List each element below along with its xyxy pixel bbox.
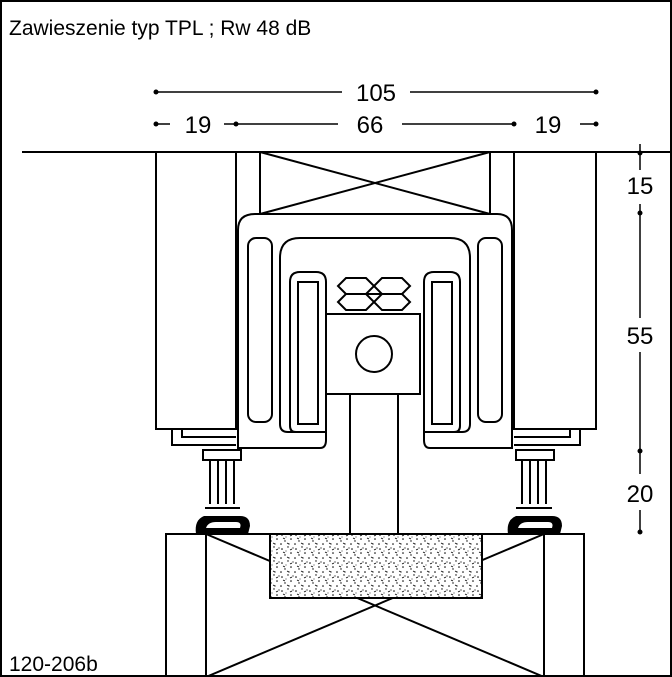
acoustic-insert (269, 533, 483, 599)
right-ceiling-profile (513, 151, 597, 446)
hanger-stem (349, 393, 399, 537)
rail-slot-left (247, 237, 273, 423)
dimension-overall-width: 105 (153, 80, 599, 107)
left-ceiling-profile (155, 151, 237, 446)
roller-wheel-right (423, 271, 461, 433)
rail-slot-right (477, 237, 503, 423)
carriage-block (325, 313, 421, 395)
dimension-19-left-label: 19 (185, 112, 212, 139)
timber-block (259, 151, 491, 215)
dimension-19-right-label: 19 (535, 112, 562, 139)
drawing-title: Zawieszenie typ TPL ; Rw 48 dB (9, 17, 311, 40)
rail-profile (237, 213, 513, 449)
rubber-seal-left-groove (206, 522, 241, 528)
brush-seal-left (202, 449, 242, 509)
dimension-heights: 15 55 20 (627, 144, 654, 535)
dimension-20-label: 20 (627, 481, 654, 508)
dimension-105-label: 105 (356, 80, 396, 107)
rubber-seal-right-groove (518, 522, 553, 528)
dimension-55-label: 55 (627, 323, 654, 350)
dimension-15-label: 15 (627, 173, 654, 200)
dimension-sub-widths: 19 66 19 (153, 112, 599, 139)
brush-seal-right (515, 449, 555, 509)
drawing-code: 120-206b (9, 653, 98, 676)
roller-wheel-left (289, 271, 327, 433)
dimension-66-label: 66 (357, 112, 384, 139)
hex-nut-pair (336, 277, 412, 311)
